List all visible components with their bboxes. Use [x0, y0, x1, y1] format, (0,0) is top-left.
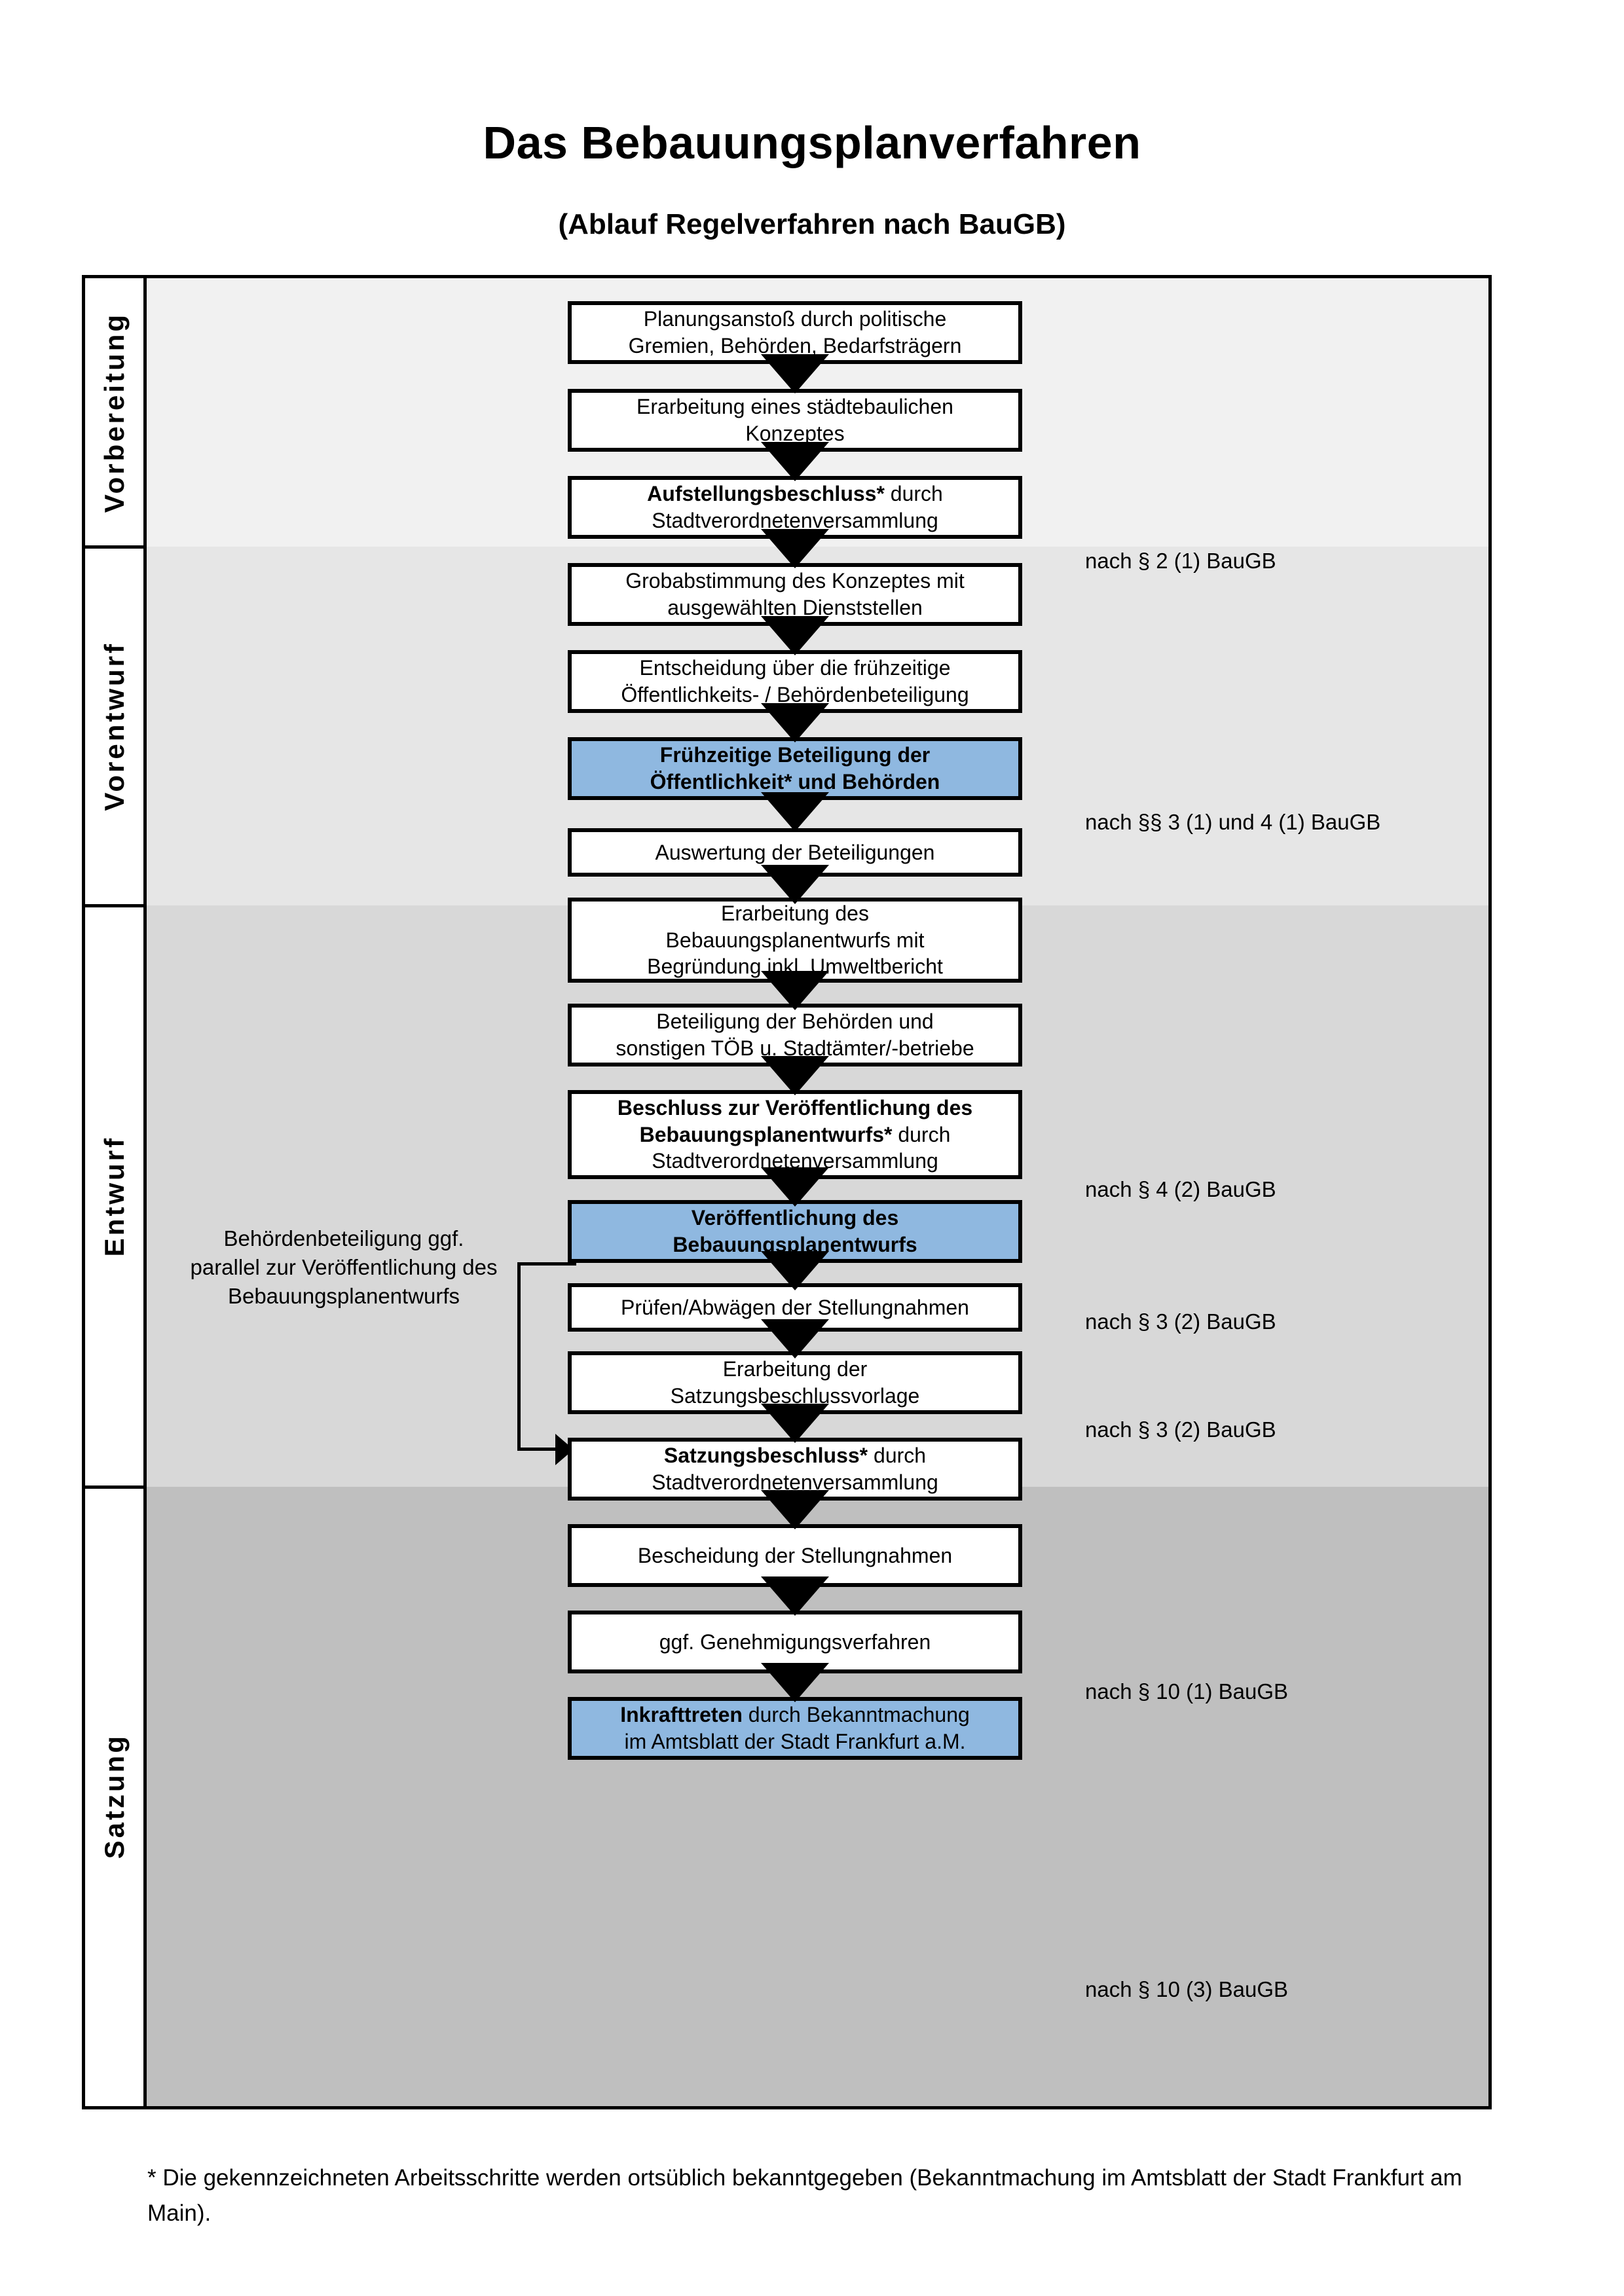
- flow-connector-arrow-icon: [761, 1167, 829, 1207]
- footnote-text: * Die gekennzeichneten Arbeitsschritte w…: [147, 2165, 1462, 2227]
- legal-reference-aufstellungsbeschluss: nach § 2 (1) BauGB: [1085, 549, 1276, 573]
- flow-connector-arrow-icon: [761, 1404, 829, 1443]
- flow-step-label: ggf. Genehmigungsverfahren: [659, 1630, 931, 1654]
- flow-step-label: Bescheidung der Stellungnahmen: [637, 1543, 953, 1567]
- phase-divider-3: [82, 1485, 143, 1489]
- phase-label-cell-entwurf: Entwurf: [85, 905, 143, 1487]
- flow-connector-arrow-icon: [761, 1319, 829, 1358]
- flow-connector-arrow-icon: [761, 865, 829, 904]
- bracket-vertical-segment: [517, 1262, 521, 1451]
- legal-reference-inkrafttreten: nach § 10 (3) BauGB: [1085, 1977, 1289, 2001]
- diagram-frame: [82, 275, 1492, 2109]
- phase-label-cell-satzung: Satzung: [85, 1487, 143, 2106]
- flow-connector-arrow-icon: [761, 1250, 829, 1290]
- bracket-top-segment: [517, 1262, 576, 1266]
- flow-connector-arrow-icon: [761, 354, 829, 393]
- legal-reference-beteiligung-behoerden: nach § 4 (2) BauGB: [1085, 1177, 1276, 1201]
- legal-reference-satzungsbeschluss: nach § 10 (1) BauGB: [1085, 1679, 1289, 1704]
- flow-connector-arrow-icon: [761, 1576, 829, 1616]
- flow-connector-arrow-icon: [761, 971, 829, 1010]
- flow-connector-arrow-icon: [761, 1663, 829, 1702]
- flow-connector-arrow-icon: [761, 615, 829, 655]
- bracket-bottom-segment: [517, 1448, 558, 1451]
- side-note-behoerdenbeteiligung: Behördenbeteiligung ggf. parallel zur Ve…: [190, 1226, 498, 1309]
- phase-divider-2: [82, 904, 143, 907]
- phase-label-cell-vorbereitung: Vorbereitung: [85, 278, 143, 547]
- legal-reference-beschluss-veroeffentlichung: nach § 3 (2) BauGB: [1085, 1309, 1276, 1334]
- flow-step-label: Auswertung der Beteiligungen: [655, 840, 935, 864]
- phase-label-column-divider: [143, 275, 147, 2109]
- page-title: Das Bebauungsplanverfahren: [483, 117, 1141, 168]
- legal-reference-veroeffentlichung-entwurf: nach § 3 (2) BauGB: [1085, 1417, 1276, 1442]
- flow-connector-arrow-icon: [761, 528, 829, 568]
- page-subtitle: (Ablauf Regelverfahren nach BauGB): [558, 208, 1066, 240]
- flow-connector-arrow-icon: [761, 792, 829, 831]
- flow-connector-arrow-icon: [761, 1056, 829, 1095]
- flow-step-label: Prüfen/Abwägen der Stellungnahmen: [621, 1295, 969, 1319]
- phase-label-cell-vorentwurf: Vorentwurf: [85, 547, 143, 905]
- phase-divider-1: [82, 545, 143, 549]
- flow-connector-arrow-icon: [761, 441, 829, 481]
- legal-reference-fruehzeitige-beteiligung: nach §§ 3 (1) und 4 (1) BauGB: [1085, 810, 1381, 834]
- flow-connector-arrow-icon: [761, 1490, 829, 1529]
- flow-connector-arrow-icon: [761, 702, 829, 742]
